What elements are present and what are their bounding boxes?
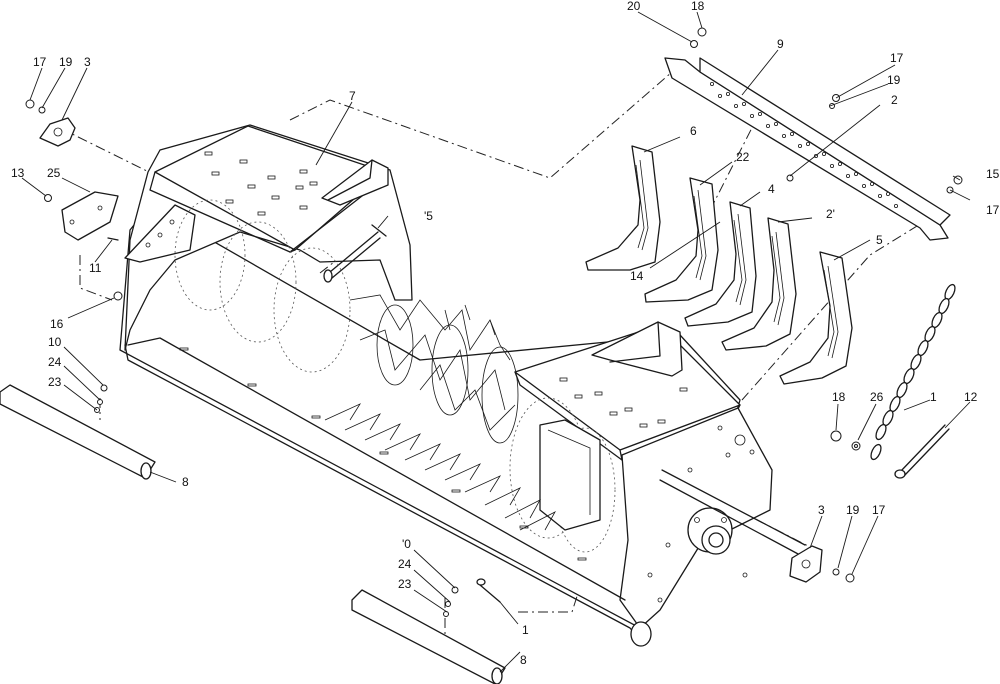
callout-18-right: 18: [832, 390, 846, 404]
callout-19-topleft: 19: [59, 55, 73, 69]
callout-5-center: '5: [424, 209, 433, 223]
callout-22: 22: [736, 150, 750, 164]
shank-5: [779, 251, 853, 385]
callout-3-right: 3: [818, 503, 825, 517]
callout-4: 4: [768, 182, 775, 196]
callout-25: 25: [47, 166, 61, 180]
callout-2: 2: [891, 93, 898, 107]
callout-23-bottom: 23: [398, 577, 412, 591]
callout-23-left: 23: [48, 375, 62, 389]
callout-16: 16: [50, 317, 64, 331]
callout-8-left: 8: [182, 475, 189, 489]
callout-1-bottom: 1: [522, 623, 529, 637]
callout-15: 15: [986, 167, 1000, 181]
callout-17-right-top: 17: [890, 51, 904, 65]
shank-4: [684, 201, 757, 327]
callout-14: 14: [630, 269, 644, 283]
callout-19-right-top: 19: [887, 73, 901, 87]
rotor-housing: [119, 124, 773, 647]
shank-21: [721, 217, 797, 351]
hardware-right: [830, 424, 950, 479]
callout-6: 6: [690, 124, 697, 138]
callout-26: 26: [870, 390, 884, 404]
callout-5-right: 5: [876, 233, 883, 247]
callout-24-bottom: 24: [398, 557, 412, 571]
callout-20: 20: [627, 0, 641, 13]
shank-6: [585, 145, 661, 271]
callout-19-bottom: 19: [846, 503, 860, 517]
callouts: [21, 11, 971, 673]
callout-12: 12: [964, 390, 978, 404]
callout-17-topleft: 17: [33, 55, 47, 69]
shank-22: [644, 177, 719, 303]
callout-9: 9: [777, 37, 784, 51]
callout-21: 2': [826, 207, 835, 221]
callout-7: 7: [349, 89, 356, 103]
callout-10-left: 10: [48, 335, 62, 349]
callout-1-right: 1: [930, 390, 937, 404]
callout-18-top: 18: [691, 0, 705, 13]
callout-24-left: 24: [48, 355, 62, 369]
callout-13: 13: [11, 166, 25, 180]
callout-8-bottom: 8: [520, 653, 527, 667]
side-bracket-25: [44, 191, 123, 301]
tube-left: [0, 384, 156, 480]
callout-11: 11: [89, 261, 102, 275]
drive-shaft: [659, 469, 806, 556]
tube-bottom: [351, 578, 506, 684]
callout-17-right: 17: [986, 203, 1000, 217]
rotor-drum: [174, 199, 616, 561]
chain: [870, 283, 956, 461]
callout-17-bottom: 17: [872, 503, 886, 517]
callout-10-bottom: '0: [402, 537, 411, 551]
callout-labels: 20 18 9 17 19 2 17 19 3 7 6 22 4 2' 14 5…: [11, 0, 1000, 667]
callout-3-topleft: 3: [84, 55, 91, 69]
flange-bearing-top-left: [25, 99, 76, 147]
flange-bearing-right: [789, 545, 855, 583]
